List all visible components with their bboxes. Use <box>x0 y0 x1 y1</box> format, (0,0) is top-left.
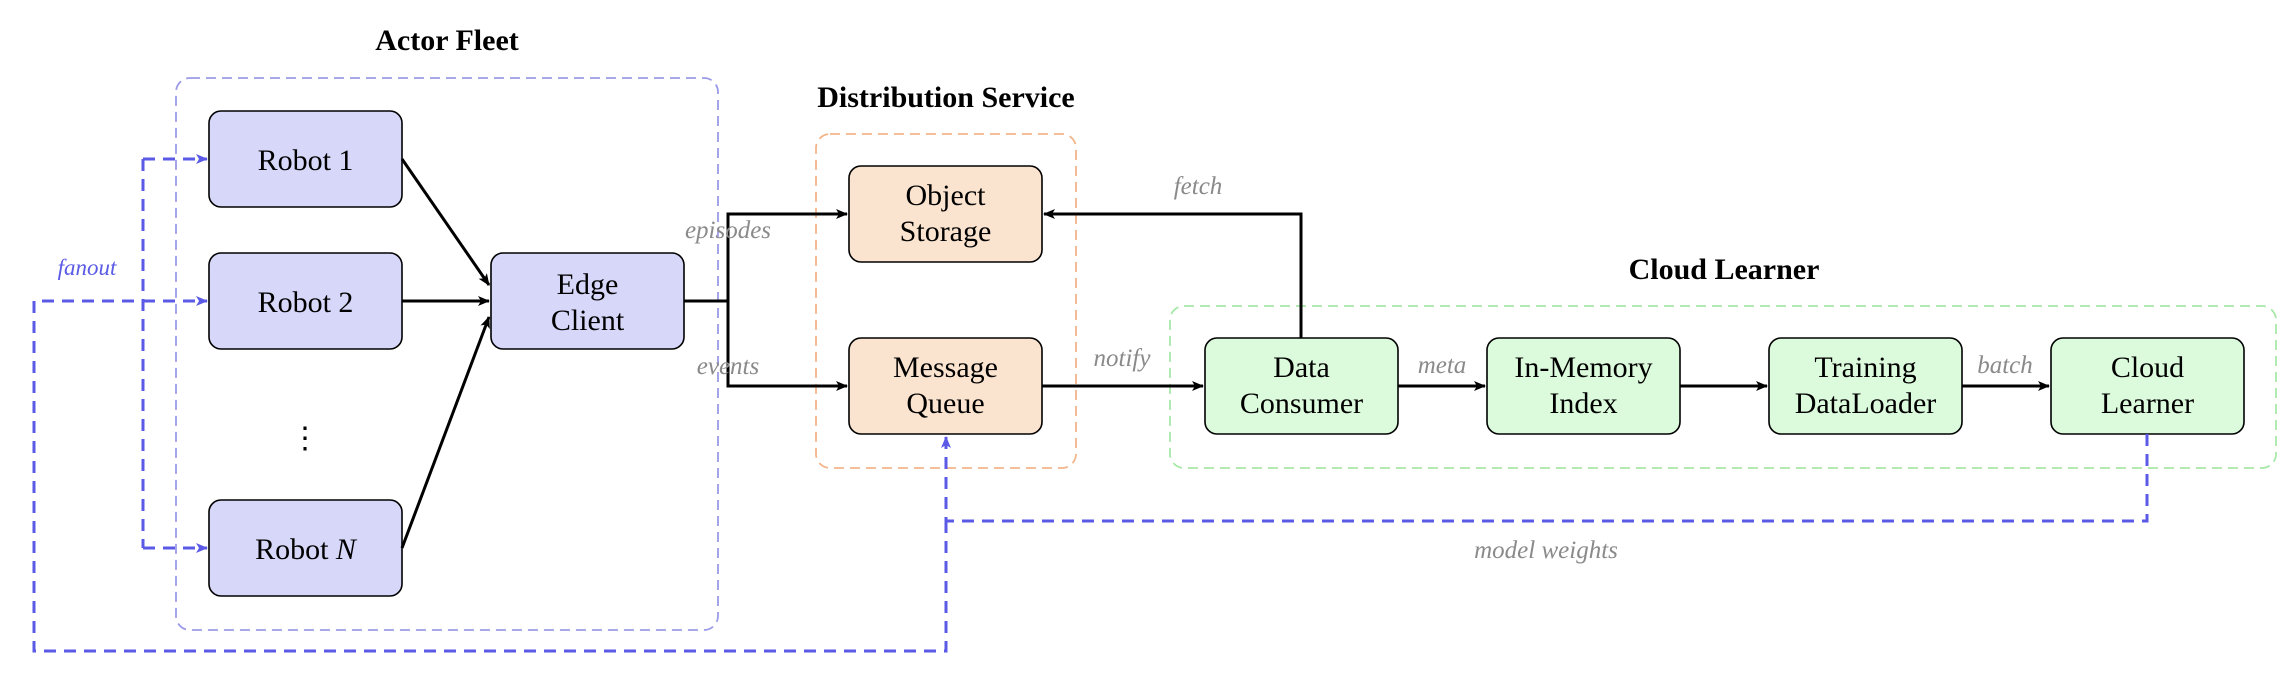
edge-queue-to-fanout <box>32 299 948 653</box>
svg-text:Robot N: Robot N <box>255 533 358 566</box>
svg-text:Robot 2: Robot 2 <box>258 286 354 319</box>
label-events: events <box>697 353 759 380</box>
edge-client-to-message-queue <box>726 301 848 391</box>
actor-fleet-title: Actor Fleet <box>375 24 519 57</box>
svg-text:Learner: Learner <box>2101 387 2194 420</box>
svg-text:Queue: Queue <box>906 387 984 420</box>
cloud-learner-title: Cloud Learner <box>1629 253 1820 286</box>
label-notify: notify <box>1094 345 1152 372</box>
actor-fleet-group <box>175 77 719 631</box>
svg-text:Data: Data <box>1273 351 1330 384</box>
in-memory-index-node: In-Memory Index <box>1486 337 1681 435</box>
svg-text:In-Memory: In-Memory <box>1514 351 1652 384</box>
cloud-learner-node: Cloud Learner <box>2050 337 2245 435</box>
svg-text:Object: Object <box>906 179 987 212</box>
distribution-service-title: Distribution Service <box>817 81 1074 114</box>
edge-client-node: Edge Client <box>490 252 685 350</box>
data-consumer-node: Data Consumer <box>1204 337 1399 435</box>
robot-1-node: Robot 1 <box>208 110 403 208</box>
robot-n-node: Robot N <box>208 499 403 597</box>
robot-2-node: Robot 2 <box>208 252 403 350</box>
svg-text:Cloud: Cloud <box>2111 351 2184 384</box>
label-fanout: fanout <box>58 255 117 280</box>
label-model-weights: model weights <box>1474 537 1618 564</box>
svg-text:Consumer: Consumer <box>1240 387 1363 420</box>
label-episodes: episodes <box>685 217 771 244</box>
edge-robotn-to-client <box>400 316 491 549</box>
edge-learner-to-queue-weights <box>941 434 2149 523</box>
message-queue-node: Message Queue <box>848 337 1043 435</box>
training-dataloader-node: Training DataLoader <box>1768 337 1963 435</box>
edge-consumer-fetch-storage <box>1043 209 1303 338</box>
svg-text:Index: Index <box>1549 387 1617 420</box>
label-batch: batch <box>1977 352 2033 379</box>
edge-client-to-object-storage <box>684 209 848 303</box>
robot-ellipsis: ⋮ <box>290 422 320 455</box>
svg-text:Client: Client <box>551 304 625 337</box>
svg-text:Edge: Edge <box>557 268 619 301</box>
svg-text:Message: Message <box>893 351 998 384</box>
label-fetch: fetch <box>1174 173 1223 200</box>
svg-text:Training: Training <box>1814 351 1916 384</box>
edge-robot1-to-client <box>400 158 491 286</box>
object-storage-node: Object Storage <box>848 165 1043 263</box>
label-meta: meta <box>1418 352 1467 379</box>
svg-text:DataLoader: DataLoader <box>1795 387 1937 420</box>
svg-text:Robot 1: Robot 1 <box>258 144 354 177</box>
svg-text:Storage: Storage <box>900 215 992 248</box>
